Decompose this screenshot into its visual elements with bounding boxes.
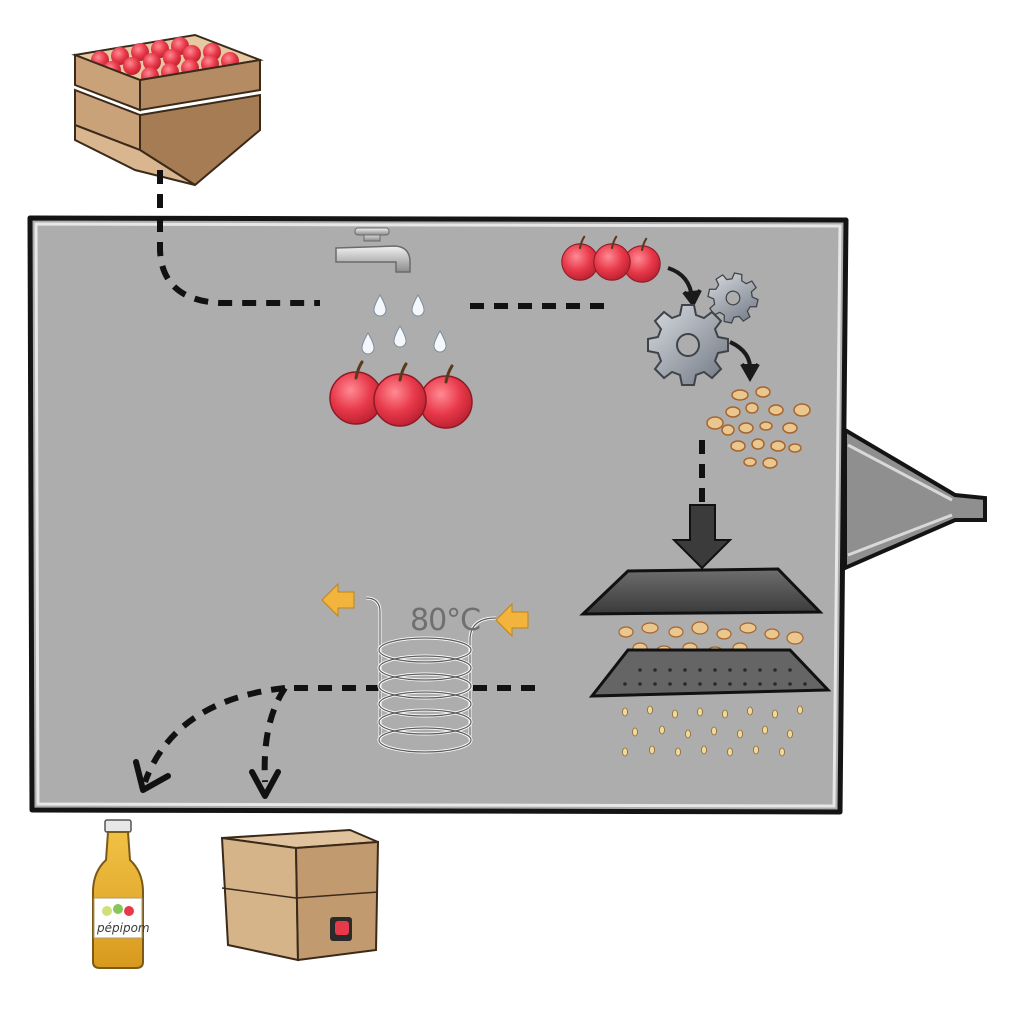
press-plates-icon <box>579 567 832 698</box>
coil-inflow-arrow-icon <box>495 602 529 638</box>
pulp-icon <box>706 386 811 469</box>
machine-outlet <box>843 426 987 572</box>
juice-bottle-icon: pépipom <box>92 819 150 969</box>
heating-coil-icon <box>365 596 497 754</box>
process-arrows <box>667 266 760 383</box>
apple-crate-icon <box>71 33 264 187</box>
output-arrowheads <box>133 759 281 799</box>
press-arrow-icon <box>671 504 733 570</box>
flow-path <box>157 170 610 309</box>
temperature-label: 80°C <box>410 603 480 638</box>
juice-drops-icon <box>622 705 803 757</box>
coil-outflow-arrow-icon <box>321 582 355 618</box>
bag-in-box-icon <box>220 828 380 962</box>
water-tap-icon <box>335 227 411 273</box>
bottle-label: pépipom <box>96 921 150 935</box>
output-flow-path <box>142 685 535 784</box>
